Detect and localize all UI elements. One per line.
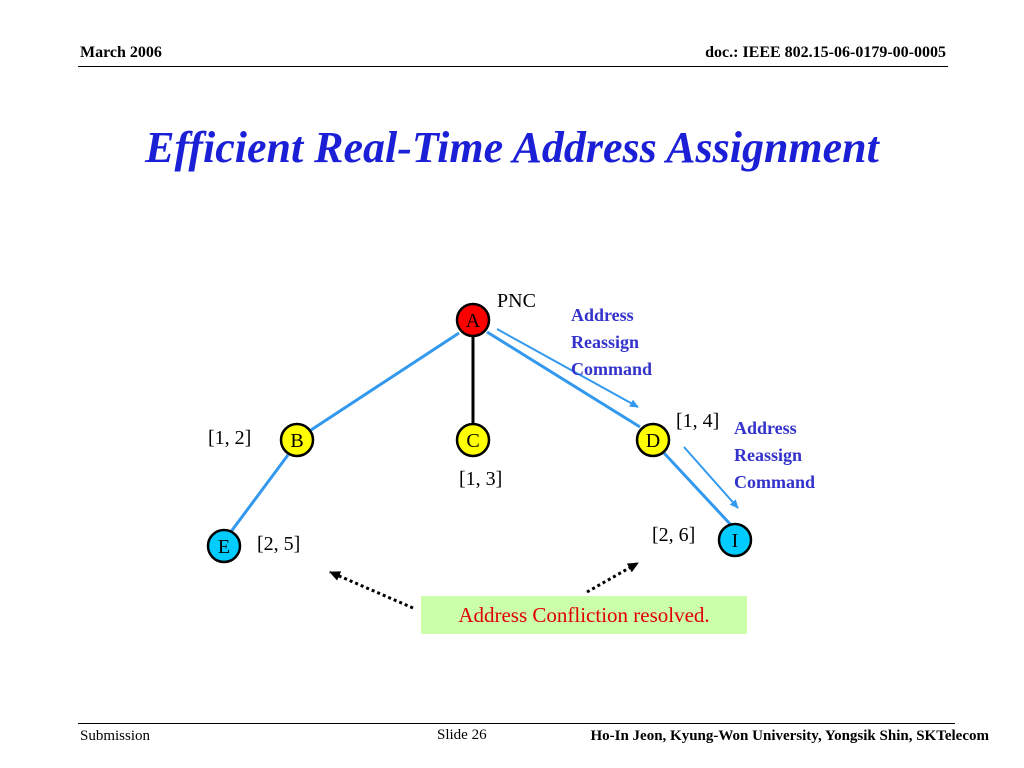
command-label-top: Address Reassign Command <box>571 302 652 383</box>
command-label-right: Address Reassign Command <box>734 415 815 496</box>
address-i: [2, 6] <box>652 524 696 546</box>
footer-authors: Ho-In Jeon, Kyung-Won University, Yongsi… <box>590 728 989 744</box>
slide-title: Efficient Real-Time Address Assignment <box>145 123 879 172</box>
node-c: C <box>455 422 491 458</box>
svg-text:B: B <box>290 430 303 452</box>
footer-divider <box>78 723 955 724</box>
header-divider <box>78 66 948 67</box>
command-arrow-a-to-d <box>496 328 639 408</box>
header-doc-id: doc.: IEEE 802.15-06-0179-00-0005 <box>705 44 946 61</box>
resolution-arrow-to-e <box>329 570 414 610</box>
address-e: [2, 5] <box>257 533 301 555</box>
pnc-label: PNC <box>497 290 536 312</box>
node-i: I <box>717 522 753 558</box>
command-arrow-d-to-i <box>683 446 739 509</box>
resolved-callout: Address Confliction resolved. <box>421 596 747 634</box>
svg-text:I: I <box>732 530 739 552</box>
command-top-line-2: Reassign <box>571 332 640 352</box>
address-c: [1, 3] <box>459 468 503 490</box>
command-right-line-3: Command <box>734 472 816 492</box>
link-a-b <box>310 331 460 432</box>
link-d-i <box>662 451 733 527</box>
address-d: [1, 4] <box>676 410 720 432</box>
command-top-line-3: Command <box>571 359 653 379</box>
svg-text:E: E <box>218 536 230 558</box>
svg-text:A: A <box>466 310 481 332</box>
svg-text:C: C <box>466 430 479 452</box>
footer-slide-number: Slide 26 <box>437 727 487 743</box>
node-a: A <box>455 302 491 338</box>
command-right-line-2: Reassign <box>734 445 803 465</box>
footer-submission: Submission <box>80 728 151 744</box>
node-e: E <box>206 528 242 564</box>
node-b: B <box>279 422 315 458</box>
svg-text:D: D <box>646 430 660 452</box>
link-a-d <box>486 330 641 429</box>
link-b-e <box>228 454 290 534</box>
node-d: D <box>635 422 671 458</box>
address-b: [1, 2] <box>208 427 252 449</box>
command-top-line-1: Address <box>571 305 634 325</box>
resolution-arrow-to-i <box>586 561 639 594</box>
header-date: March 2006 <box>80 44 162 61</box>
command-right-line-1: Address <box>734 418 797 438</box>
